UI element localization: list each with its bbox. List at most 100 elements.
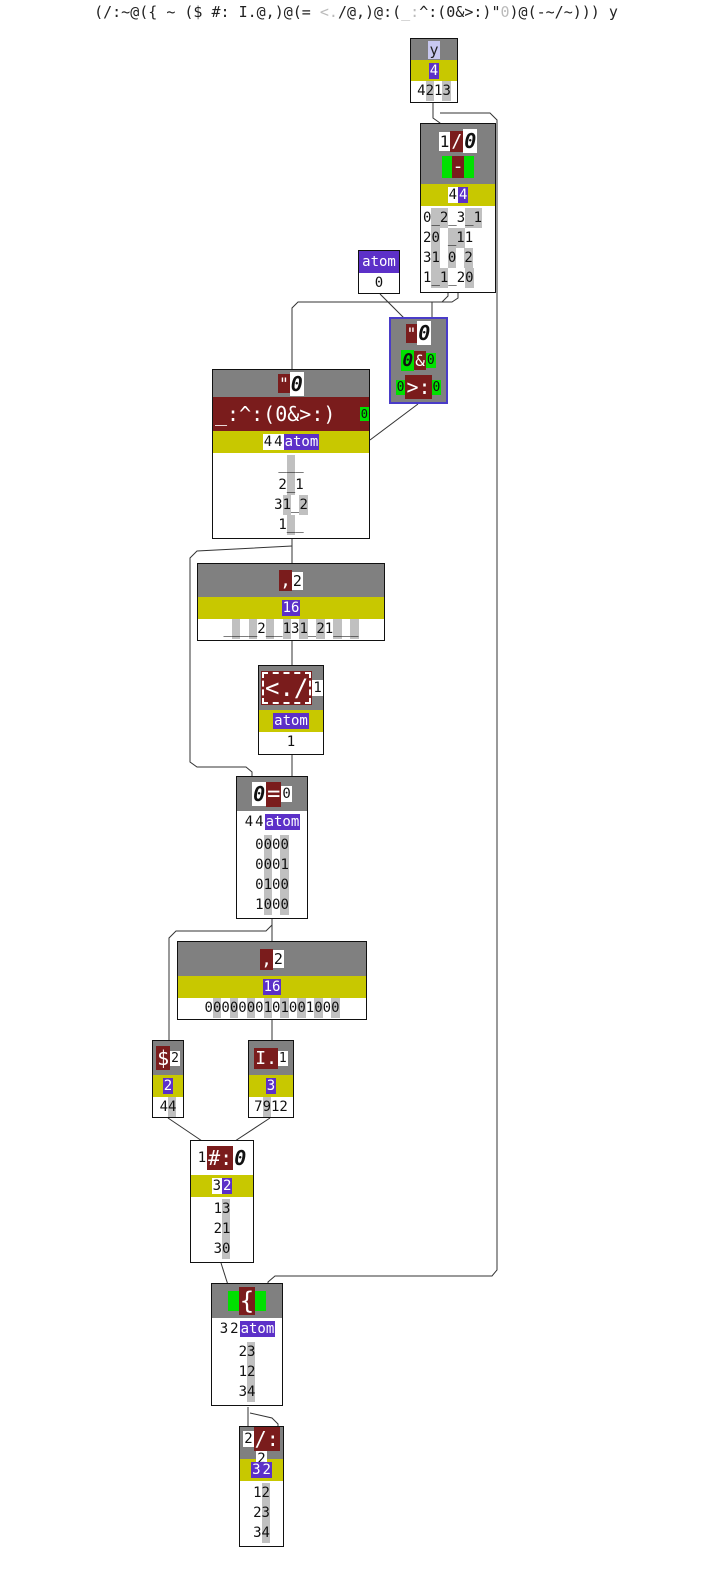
value-cell: 3: [222, 1199, 231, 1219]
value-cell: 1: [263, 875, 272, 895]
value-cell: 2: [247, 1362, 256, 1382]
expression-line: (/:~@({ ~ ($ #: I.@,)@(= <./@,)@:(_:^:(0…: [0, 0, 712, 24]
value-cell: [456, 248, 464, 268]
value-cell: 0: [423, 210, 432, 226]
value-cell: 0: [222, 1239, 231, 1259]
value-cell: _1: [447, 228, 465, 248]
verb-rank: 2: [170, 1050, 180, 1066]
value-cell: 12: [271, 1099, 288, 1115]
value-cell: 1: [324, 621, 334, 637]
value-cell: 0: [280, 835, 289, 855]
value-cell: _: [295, 457, 304, 473]
value-cell: 0: [263, 895, 272, 915]
value-cell: _2: [431, 208, 449, 228]
value-cell: 1: [295, 477, 304, 493]
value-cell: 1: [286, 734, 296, 750]
node-shape: 16: [281, 600, 301, 616]
value-cell: 0: [272, 857, 281, 873]
value-row: 0_2_3_1: [421, 208, 495, 228]
value-cell: 3: [291, 621, 300, 637]
value-row: 1__: [213, 515, 369, 535]
verb-rank: 1: [312, 680, 323, 696]
value-cell: 0: [465, 268, 474, 288]
value-cell: _: [341, 621, 351, 637]
shape-dim: 4: [255, 814, 264, 830]
value-cell: 4: [168, 1097, 177, 1117]
value-cell: 1: [213, 1201, 222, 1217]
verb-glyph: I.: [254, 1047, 278, 1069]
value-cell: 3: [261, 1503, 270, 1523]
value-cell: 2: [423, 230, 432, 246]
verb-glyph: $: [156, 1046, 171, 1070]
value-cell: _: [286, 455, 296, 475]
value-cell: 0: [263, 835, 272, 855]
value-cell: _: [295, 517, 304, 533]
value-cell: 2: [257, 621, 266, 637]
value-cell: 0: [272, 1000, 281, 1016]
verb-glyph: {: [238, 1287, 256, 1315]
value-cell: 2: [253, 1505, 262, 1521]
value-cell: 4: [247, 1382, 256, 1402]
verb-glyph: =: [266, 781, 282, 807]
value-cell: 9: [262, 1097, 271, 1117]
wire-table-to-power: [291, 293, 459, 372]
verb-rank: 0: [463, 129, 478, 153]
value-cell: 0: [374, 275, 384, 291]
value-cell: _: [265, 619, 275, 639]
wire-conj-to-power: [369, 403, 419, 441]
node-atom-zero: atom 0: [358, 250, 400, 294]
value-cell: 1: [431, 248, 440, 268]
power-label: _:^:(0&>:): [215, 402, 336, 426]
value-cell: 2: [238, 1344, 247, 1360]
value-cell: _2: [448, 270, 466, 286]
value-cell: _: [286, 515, 296, 535]
value-cell: 1: [255, 897, 264, 913]
shape-dim: 2: [261, 1462, 272, 1478]
value-cell: 0: [272, 877, 281, 893]
shape-dim: 4: [447, 187, 458, 203]
expr-part-dim: _:: [401, 3, 420, 21]
verb-glyph: >:: [405, 375, 432, 399]
shape-dim: 4: [273, 434, 284, 450]
node-name: y: [428, 40, 440, 59]
value-cell: 3: [442, 81, 451, 101]
bond-glyph: &: [414, 350, 426, 370]
rank-value: 0: [417, 321, 432, 345]
wire-shape-to-antibase: [167, 1117, 206, 1144]
shape-dim: 3: [211, 1178, 222, 1194]
verb-right-rank: 0: [431, 379, 442, 395]
verb-left-rank: 1: [196, 1150, 208, 1166]
value-cell: 2: [261, 1483, 270, 1503]
node-shape: 2: [162, 1078, 174, 1094]
value-cell: 2: [316, 619, 325, 639]
node-shape: atom: [361, 254, 397, 270]
value-cell: 0: [272, 837, 281, 853]
expr-part: /@,)@:(: [337, 3, 402, 21]
value-cell: _3: [448, 210, 466, 226]
value-cell: 3: [247, 1342, 256, 1362]
value-cell: _: [333, 619, 342, 639]
value-cell: 0: [288, 1000, 298, 1016]
verb-right-rank: 2: [256, 1451, 267, 1467]
value-cell: _: [278, 457, 287, 473]
rank-quote: ": [278, 374, 290, 393]
value-cell: _1: [465, 208, 483, 228]
